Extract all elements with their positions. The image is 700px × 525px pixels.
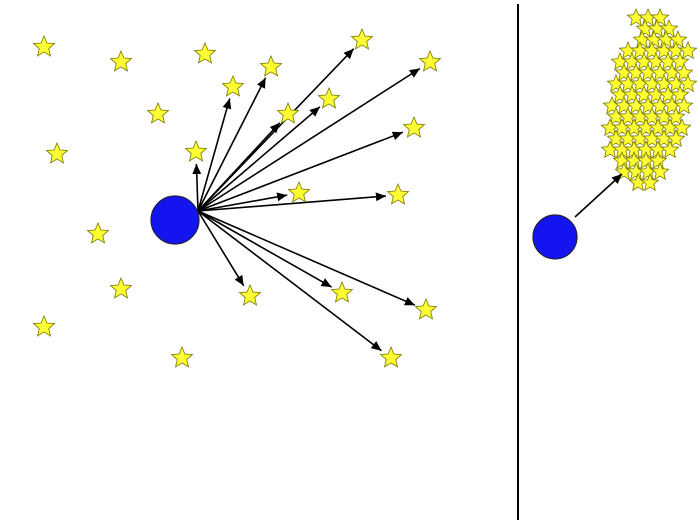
arrow — [197, 122, 281, 212]
star-icon — [193, 41, 217, 64]
star-icon — [221, 74, 245, 97]
arrow — [197, 77, 267, 212]
star-icon — [317, 86, 341, 109]
star-icon — [238, 283, 262, 306]
star-icon — [170, 345, 194, 368]
right-blue-circle — [532, 214, 578, 260]
star-icon — [350, 27, 374, 50]
right-stars — [600, 7, 698, 192]
star-icon — [109, 49, 133, 72]
left-stars — [32, 27, 442, 368]
arrow — [197, 210, 245, 287]
star-icon — [650, 7, 670, 27]
star-icon — [45, 141, 69, 164]
arrow — [197, 106, 321, 212]
arrow — [197, 192, 387, 212]
star-icon — [666, 128, 686, 148]
star-icon — [276, 101, 300, 124]
star-icon — [184, 139, 208, 162]
arrow — [197, 192, 288, 212]
arrow — [197, 98, 232, 212]
arrow — [192, 163, 202, 212]
star-icon — [418, 49, 442, 72]
star-icon — [86, 221, 110, 244]
star-icon — [672, 117, 692, 137]
star-icon — [674, 95, 694, 115]
right-arrow — [574, 173, 623, 218]
left-panel — [32, 27, 442, 368]
star-icon — [32, 314, 56, 337]
star-icon — [678, 40, 698, 60]
star-icon — [259, 54, 283, 77]
arrow — [197, 210, 416, 306]
arrow — [197, 210, 382, 352]
right-panel — [532, 7, 698, 260]
star-icon — [640, 172, 660, 192]
star-icon — [659, 18, 679, 38]
star-icon — [650, 161, 670, 181]
left-arrows — [192, 48, 421, 352]
arrow — [197, 67, 421, 212]
star-icon — [668, 29, 688, 49]
star-icon — [330, 280, 354, 303]
star-icon — [678, 73, 698, 93]
arrow — [197, 210, 332, 288]
star-icon — [414, 297, 438, 320]
star-icon — [660, 139, 680, 159]
star-icon — [666, 106, 686, 126]
star-icon — [386, 182, 410, 205]
star-icon — [109, 276, 133, 299]
arrow — [197, 131, 404, 212]
star-icon — [32, 34, 56, 57]
star-icon — [146, 101, 170, 124]
star-icon — [379, 345, 403, 368]
left-blue-circle — [150, 195, 200, 245]
star-icon — [287, 180, 311, 203]
star-icon — [648, 150, 668, 170]
star-icon — [402, 115, 426, 138]
